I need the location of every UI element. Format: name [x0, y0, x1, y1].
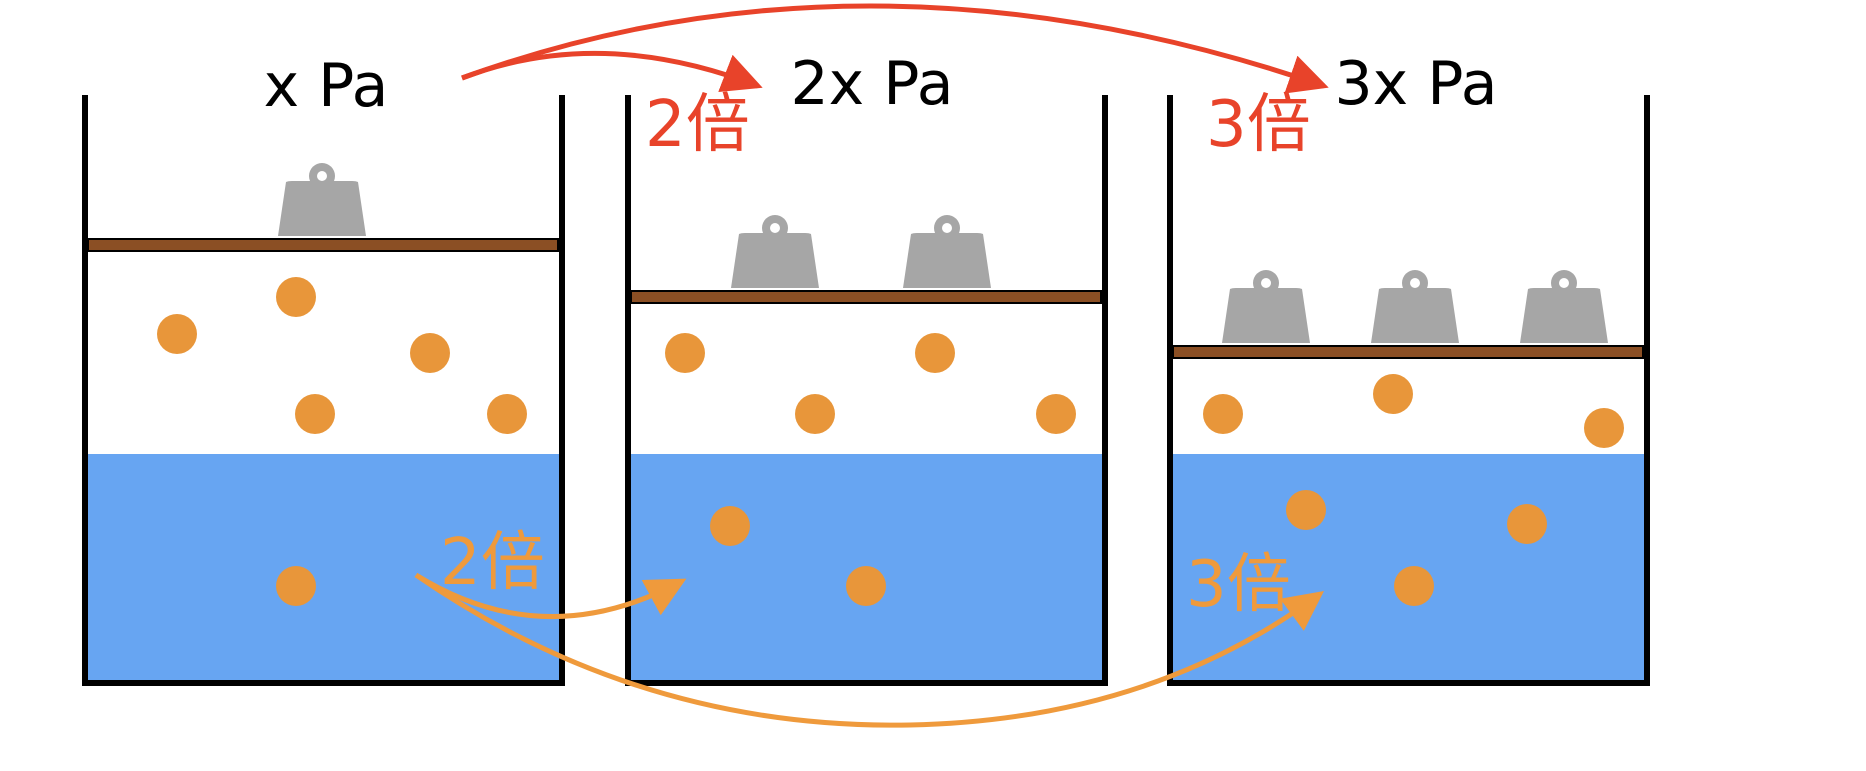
- gas-particle: [276, 277, 316, 317]
- container-3: 3x Pa: [1167, 49, 1650, 686]
- pressure-arrow-3x: [461, 3, 1329, 94]
- container-wall-3: [1167, 95, 1650, 686]
- liquid-1: [88, 454, 560, 680]
- gas-particle: [1036, 394, 1076, 434]
- piston-1: [87, 238, 559, 252]
- dissolved-particle: [276, 566, 316, 606]
- pressure-arrow-2x: [461, 50, 763, 93]
- weight-3b: [1371, 270, 1459, 343]
- dissolved-ratio-label-3: 3倍: [1186, 548, 1291, 622]
- weight-2b: [903, 215, 991, 288]
- weight-3a: [1222, 270, 1310, 343]
- gas-particles-3: [1203, 374, 1624, 448]
- dissolved-arrow-2x: [414, 572, 687, 619]
- gas-particle: [410, 333, 450, 373]
- dissolved-particle: [1394, 566, 1434, 606]
- piston-2: [630, 290, 1102, 304]
- gas-particles-1: [157, 277, 527, 434]
- gas-particle: [795, 394, 835, 434]
- dissolved-arrow-3x: [414, 572, 1325, 728]
- weight-3c: [1520, 270, 1608, 343]
- pressure-label-3: 3x Pa: [1334, 49, 1497, 119]
- gas-particle: [1203, 394, 1243, 434]
- gas-particle: [665, 333, 705, 373]
- gas-particle: [157, 314, 197, 354]
- gas-particle: [487, 394, 527, 434]
- gas-particle: [915, 333, 955, 373]
- container-1: x Pa: [82, 51, 565, 686]
- gas-particle: [1584, 408, 1624, 448]
- dissolved-ratio-label-2: 2倍: [440, 526, 545, 600]
- pressure-ratio-label-3: 3倍: [1206, 88, 1311, 162]
- piston-3: [1172, 345, 1644, 359]
- container-2: 2x Pa: [625, 49, 1108, 686]
- gas-particle: [1373, 374, 1413, 414]
- dissolved-particle: [846, 566, 886, 606]
- gas-particle: [295, 394, 335, 434]
- weight-1: [278, 163, 366, 236]
- pressure-label-2: 2x Pa: [790, 49, 953, 119]
- container-wall-2: [625, 95, 1108, 686]
- weight-2a: [731, 215, 819, 288]
- container-wall-1: [82, 95, 565, 686]
- pressure-ratio-label-2: 2倍: [645, 88, 750, 162]
- dissolved-particle: [1286, 490, 1326, 530]
- dissolved-particle: [1507, 504, 1547, 544]
- gas-particles-2: [665, 333, 1076, 434]
- pressure-label-1: x Pa: [264, 51, 389, 121]
- dissolved-particle: [710, 506, 750, 546]
